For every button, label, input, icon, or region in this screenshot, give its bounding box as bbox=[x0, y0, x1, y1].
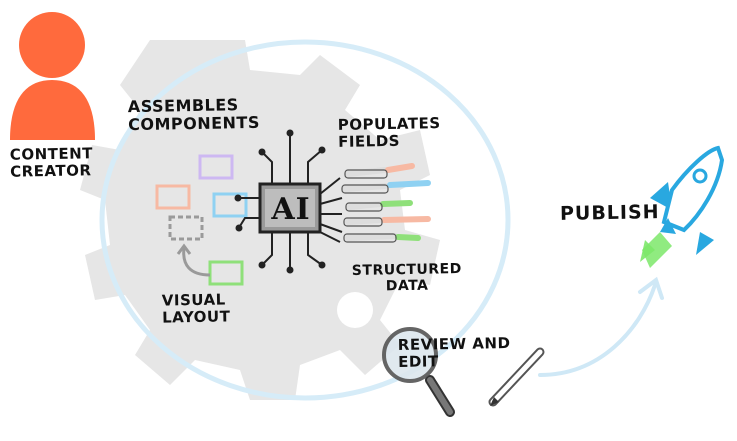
publish-arrow bbox=[540, 280, 662, 375]
field-row bbox=[348, 219, 428, 222]
field-row bbox=[348, 236, 418, 238]
ai-chip-label: AI bbox=[262, 186, 320, 232]
content-creator-label: Content Creator bbox=[10, 145, 94, 181]
publish-label: Publish bbox=[560, 202, 660, 226]
visual-layout-label: Visual Layout bbox=[162, 291, 231, 327]
review-and-edit-label: Review and Edit bbox=[398, 335, 511, 371]
assembles-components-label: Assembles Components bbox=[128, 96, 260, 135]
person-icon bbox=[10, 12, 95, 140]
structured-data-label: Structured Data bbox=[352, 261, 462, 295]
populates-fields-label: Populates Fields bbox=[338, 115, 441, 151]
